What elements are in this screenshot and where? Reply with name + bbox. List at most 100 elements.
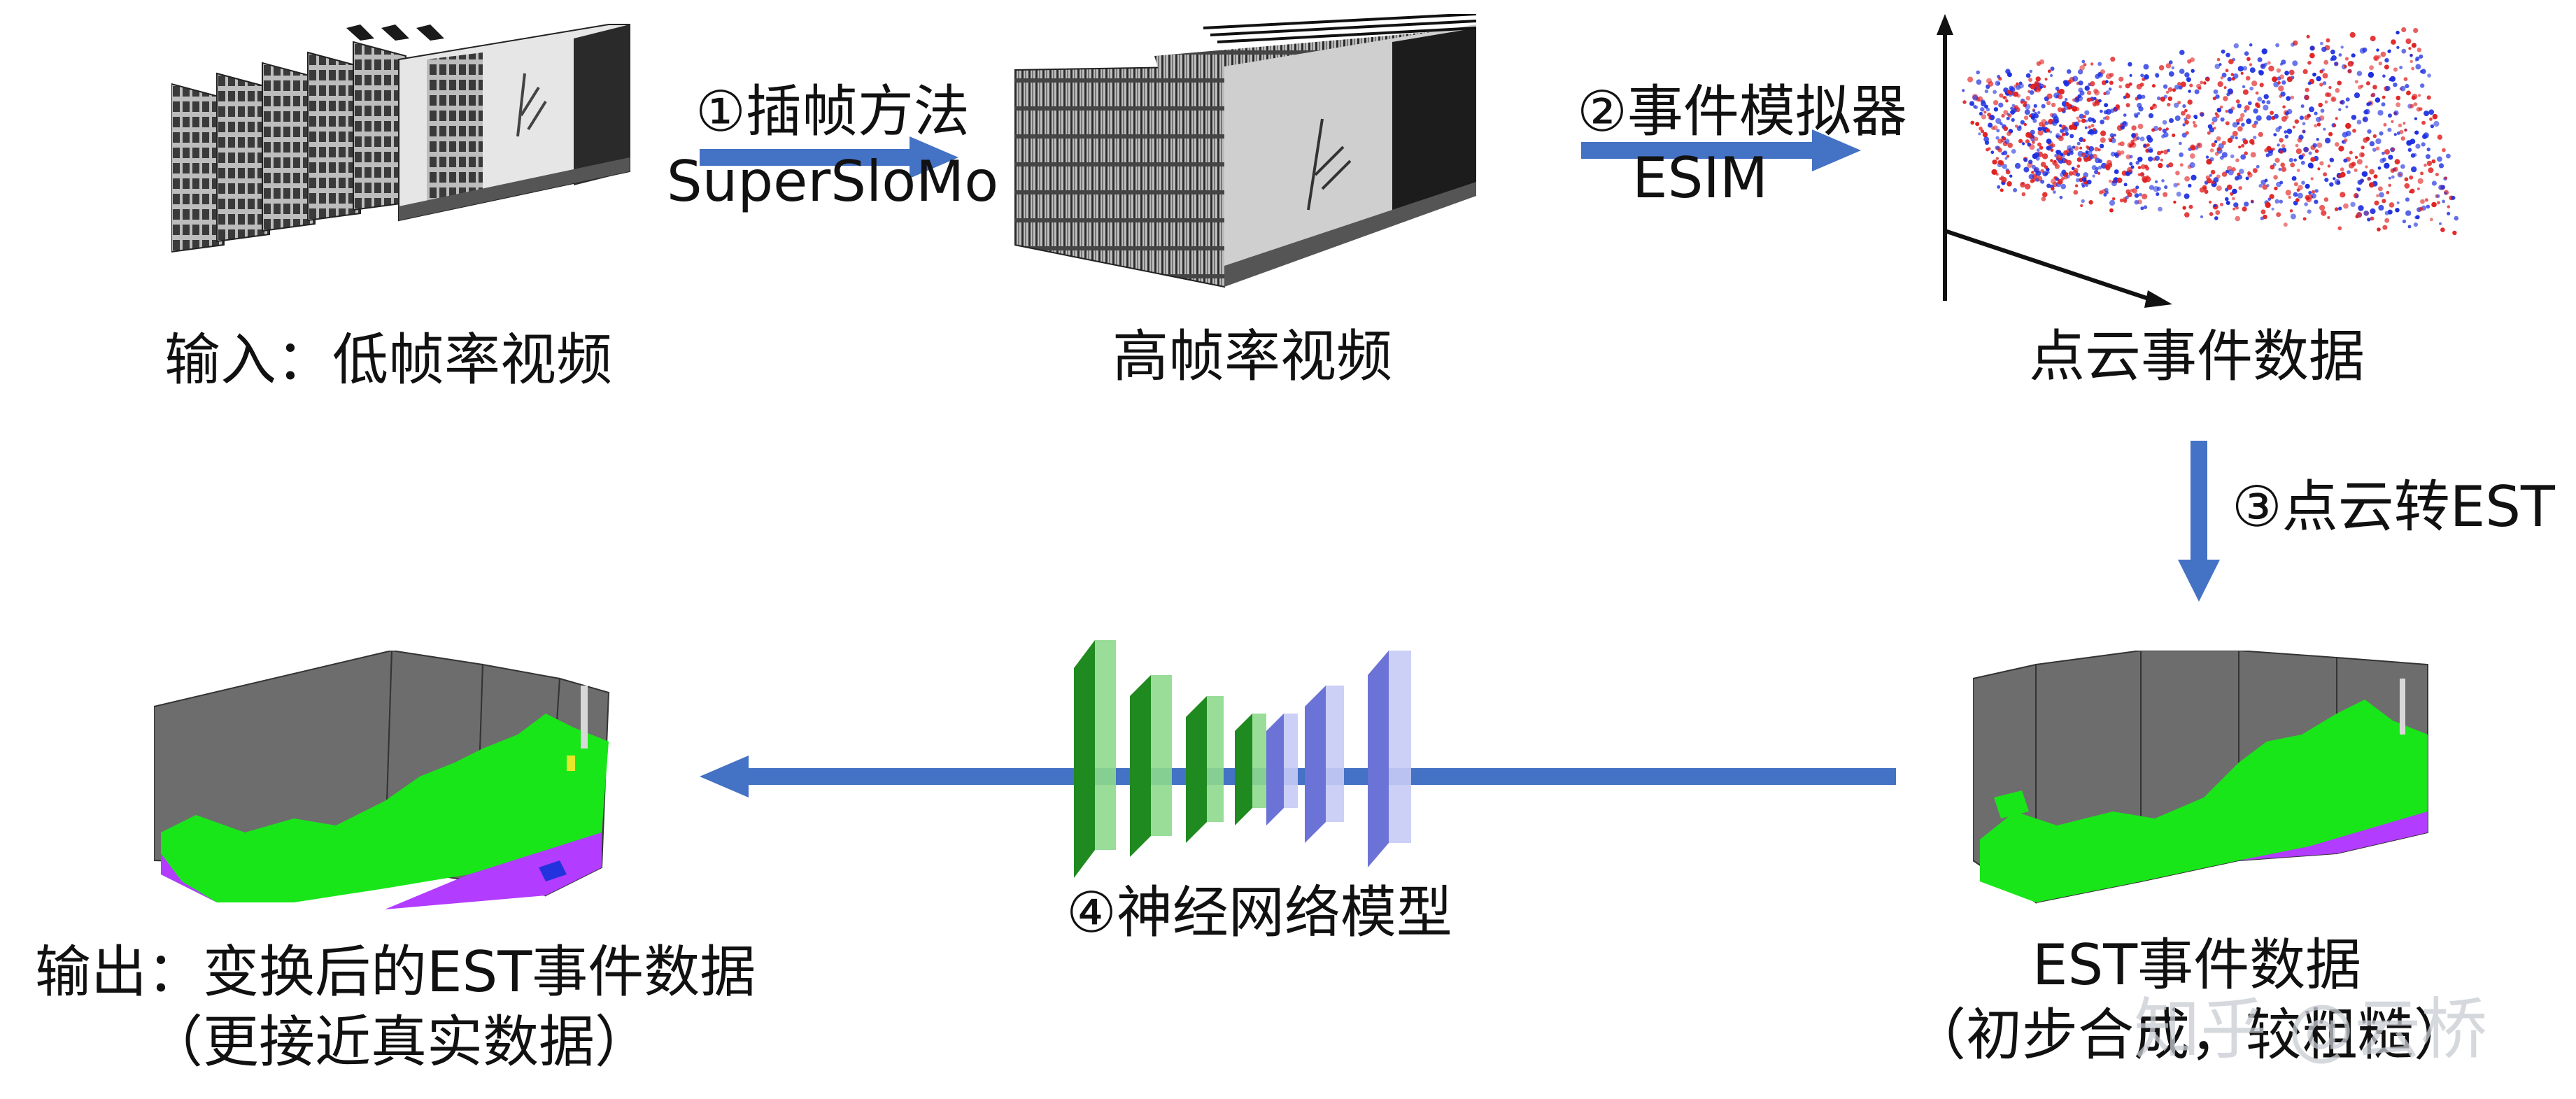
- event-point-negative: [2375, 97, 2381, 103]
- event-point-negative: [2300, 104, 2305, 108]
- event-point-negative: [2319, 41, 2323, 45]
- event-point-negative: [2324, 178, 2329, 183]
- event-point-negative: [2275, 43, 2279, 48]
- event-point-positive: [2125, 154, 2131, 159]
- event-point-positive: [1970, 120, 1974, 125]
- event-point-positive: [2042, 85, 2046, 88]
- event-point-negative: [2232, 188, 2237, 194]
- event-point-positive: [2319, 83, 2323, 87]
- event-point-negative: [1998, 102, 2004, 108]
- event-point-negative: [2184, 193, 2190, 199]
- event-point-positive: [2000, 188, 2004, 192]
- event-point-positive: [2051, 143, 2055, 148]
- event-point-negative: [1990, 150, 1995, 155]
- event-point-positive: [2208, 200, 2212, 204]
- event-point-positive: [2323, 172, 2328, 177]
- event-point-negative: [2274, 199, 2279, 204]
- event-point-negative: [2261, 100, 2265, 104]
- event-point-negative: [2309, 106, 2314, 113]
- event-point-negative: [2291, 176, 2297, 181]
- event-point-negative: [2405, 210, 2412, 216]
- event-point-negative: [2209, 173, 2212, 177]
- event-point-positive: [2146, 143, 2150, 147]
- watermark: 知乎 @云桥: [2134, 991, 2488, 1068]
- event-point-positive: [2370, 216, 2375, 221]
- event-point-negative: [2247, 101, 2252, 106]
- event-point-positive: [2172, 133, 2176, 137]
- event-point-positive: [2119, 141, 2125, 147]
- event-point-positive: [2216, 136, 2221, 141]
- event-point-positive: [2352, 129, 2356, 133]
- event-point-negative: [2237, 104, 2242, 108]
- event-point-positive: [2184, 108, 2188, 113]
- event-point-positive: [2109, 208, 2114, 213]
- event-point-positive: [2007, 131, 2011, 136]
- event-point-positive: [2186, 114, 2191, 120]
- event-point-positive: [2429, 118, 2433, 121]
- event-point-positive: [2375, 146, 2380, 151]
- event-point-positive: [2034, 136, 2039, 141]
- event-point-positive: [2047, 69, 2051, 73]
- event-point-positive: [2119, 198, 2124, 203]
- event-point-positive: [2037, 129, 2044, 136]
- event-point-positive: [2328, 132, 2333, 136]
- event-point-positive: [2068, 125, 2074, 130]
- event-point-negative: [2114, 169, 2119, 174]
- event-point-positive: [2296, 169, 2300, 173]
- event-point-positive: [2023, 115, 2029, 120]
- event-point-negative: [2114, 153, 2118, 157]
- event-point-negative: [2251, 200, 2254, 204]
- event-point-negative: [2405, 84, 2409, 89]
- event-point-positive: [2374, 200, 2379, 206]
- event-point-positive: [2235, 158, 2239, 162]
- event-point-negative: [2232, 73, 2239, 79]
- event-point-positive: [2139, 83, 2144, 87]
- event-point-negative: [2399, 66, 2403, 69]
- event-point-positive: [2035, 76, 2041, 82]
- event-point-positive: [2167, 102, 2171, 107]
- event-point-negative: [2104, 103, 2109, 108]
- event-point-negative: [2009, 174, 2013, 178]
- event-point-negative: [2329, 157, 2335, 163]
- event-point-positive: [2235, 206, 2239, 210]
- event-point-positive: [2386, 190, 2390, 194]
- event-point-negative: [2356, 120, 2362, 125]
- event-point-positive: [2090, 124, 2095, 127]
- event-point-positive: [2384, 218, 2390, 223]
- event-point-negative: [2299, 115, 2304, 120]
- event-point-negative: [2393, 110, 2399, 116]
- event-point-positive: [2081, 118, 2086, 123]
- output-label-line1: 输出：变换后的EST事件数据: [35, 940, 756, 1005]
- event-point-positive: [2181, 111, 2186, 116]
- event-point-positive: [2109, 80, 2114, 85]
- event-point-positive: [2356, 159, 2363, 165]
- event-point-negative: [2214, 64, 2221, 69]
- event-point-negative: [2338, 108, 2342, 111]
- event-point-negative: [2156, 186, 2161, 191]
- event-point-negative: [2013, 187, 2018, 192]
- event-point-negative: [2067, 153, 2071, 157]
- event-point-positive: [2335, 87, 2340, 93]
- event-point-negative: [2147, 147, 2153, 153]
- event-point-negative: [2086, 179, 2092, 185]
- event-point-positive: [2180, 81, 2186, 87]
- event-point-positive: [2419, 206, 2423, 211]
- event-point-positive: [2023, 122, 2027, 127]
- event-point-positive: [2061, 176, 2065, 180]
- event-point-positive: [2230, 73, 2234, 76]
- event-point-positive: [1993, 125, 1998, 131]
- event-point-positive: [2230, 106, 2235, 111]
- event-point-negative: [2179, 69, 2185, 74]
- event-point-negative: [2162, 120, 2167, 125]
- event-point-positive: [1997, 148, 2002, 153]
- event-point-positive: [2118, 85, 2123, 89]
- event-point-negative: [2147, 156, 2153, 162]
- event-point-negative: [2307, 209, 2312, 214]
- event-point-positive: [2068, 171, 2074, 176]
- event-point-negative: [2085, 119, 2088, 123]
- event-point-negative: [2065, 98, 2068, 101]
- event-point-positive: [2158, 162, 2163, 169]
- event-point-positive: [1988, 147, 1991, 150]
- event-point-positive: [2090, 81, 2095, 87]
- event-point-negative: [2065, 132, 2069, 136]
